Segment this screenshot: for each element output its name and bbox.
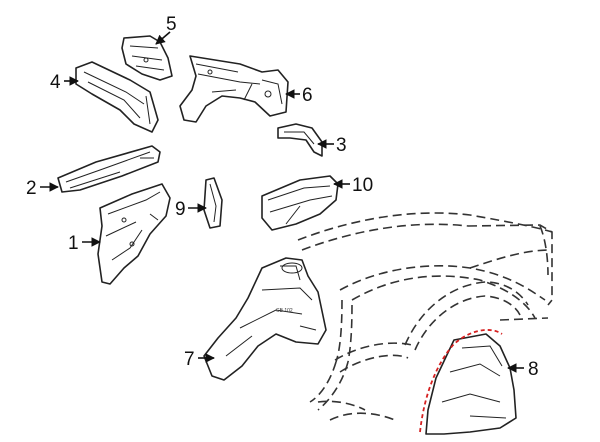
part-9-strip <box>203 177 223 229</box>
callout-6-number: 6 <box>302 85 313 106</box>
callout-10-number: 10 <box>352 175 373 196</box>
callout-1: 1 <box>68 233 101 254</box>
callout-5-number: 5 <box>166 14 177 35</box>
callout-3: 3 <box>317 135 347 156</box>
callout-2: 2 <box>26 178 59 199</box>
part-stamp-label: CB 102 <box>276 308 293 314</box>
callout-1-number: 1 <box>68 233 79 254</box>
part-8-outer-wheelhouse <box>419 329 517 435</box>
part-10-reinforcement <box>261 175 339 231</box>
callout-8: 8 <box>507 359 539 380</box>
callout-8-number: 8 <box>528 359 539 380</box>
part-8-highlight-edge <box>419 329 503 433</box>
callout-10: 10 <box>333 175 373 196</box>
callout-4: 4 <box>50 72 79 93</box>
callout-9-number: 9 <box>175 199 186 220</box>
vehicle-body-outline <box>297 212 553 421</box>
part-7-wheelhouse-inner: CB 102 <box>203 257 327 381</box>
part-4-upper-rail <box>75 61 159 133</box>
callout-9: 9 <box>175 199 207 220</box>
callout-7: 7 <box>184 349 215 370</box>
part-3-small-bracket <box>277 123 323 157</box>
callout-4-number: 4 <box>50 72 61 93</box>
callout-3-number: 3 <box>336 135 347 156</box>
part-6-inner-panel <box>179 55 289 123</box>
callout-6: 6 <box>285 85 313 106</box>
callout-5: 5 <box>155 14 177 45</box>
part-2-lower-rail <box>57 145 161 193</box>
part-5-bracket <box>121 35 173 81</box>
part-1-side-panel <box>97 183 171 285</box>
callout-7-number: 7 <box>184 349 195 370</box>
callout-2-number: 2 <box>26 178 37 199</box>
